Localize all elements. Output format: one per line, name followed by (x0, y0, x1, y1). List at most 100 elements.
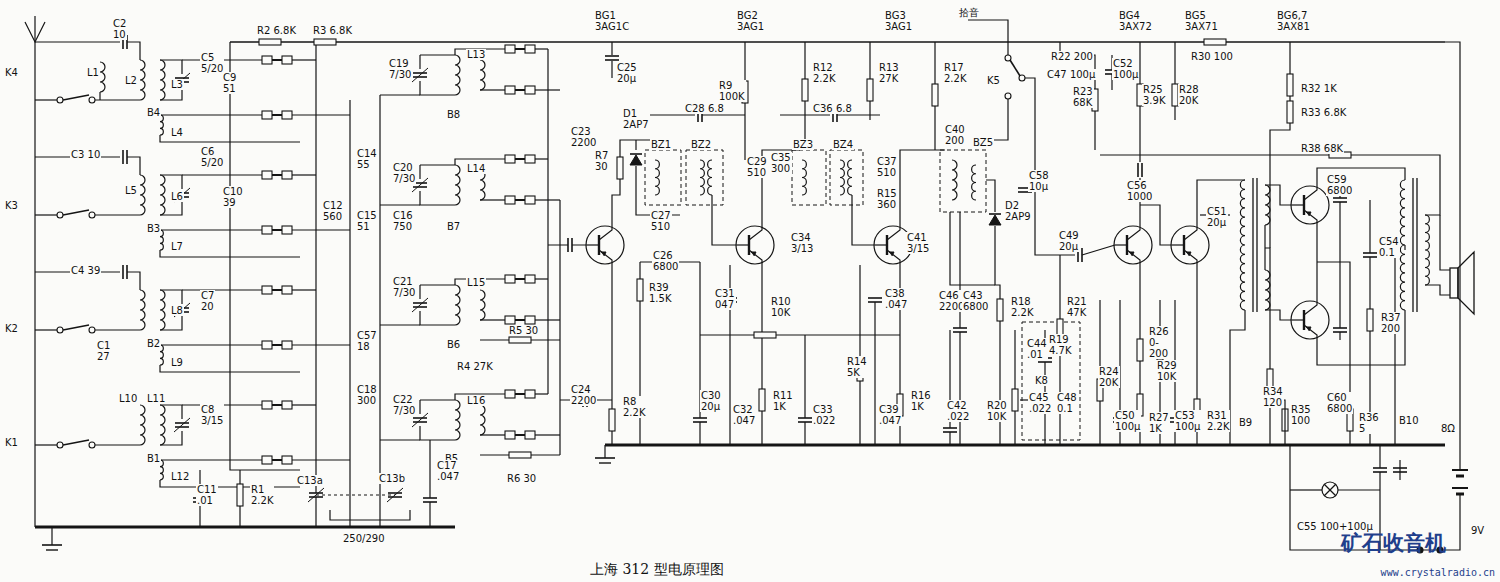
part-label: C57 18 (356, 330, 378, 354)
supply-rail (230, 41, 1445, 43)
part-label-text: BZ3 (792, 139, 814, 150)
part-label: K8 (1034, 370, 1049, 388)
part-label: C24 2200 (570, 384, 597, 408)
switch-contact (262, 456, 272, 464)
part-label: C35 300 (770, 152, 792, 176)
resistor-symbol (867, 79, 873, 101)
wire (380, 204, 420, 205)
capacitor-gap (942, 428, 958, 432)
part-label-text: C12 560 (322, 200, 344, 222)
switch-blade (272, 289, 282, 291)
part-label: R4 27K (456, 356, 494, 374)
wire (380, 439, 420, 440)
capacitor-gap (123, 149, 127, 165)
resistor-symbol (932, 84, 938, 106)
wire (761, 265, 762, 445)
part-label-text: C14 55 (356, 148, 378, 170)
wire (535, 48, 548, 49)
ground-symbol (42, 544, 62, 546)
part-label-text: R26 0-200 (1148, 326, 1170, 359)
wire (429, 440, 430, 527)
part-label-text: R7 30 (594, 150, 609, 172)
coil-symbol (160, 175, 165, 215)
part-label: B4 (146, 102, 161, 120)
resistor-symbol (237, 484, 243, 506)
capacitor-gap (1332, 328, 1348, 332)
capacitor-gap (1332, 198, 1348, 202)
wire (1394, 245, 1395, 445)
part-label: L7 (170, 236, 184, 254)
part-label: C59 6800 (1326, 174, 1353, 198)
wire (292, 459, 350, 460)
part-label: R7 30 (594, 150, 609, 174)
part-label: B10 (1398, 410, 1420, 428)
part-label: BG5 3AX71 (1184, 10, 1219, 34)
resistor-symbol (1137, 339, 1143, 361)
part-label-text: K4 (4, 67, 19, 78)
part-label: C4 39 (70, 260, 101, 278)
wire (604, 445, 605, 458)
part-label: C32 .047 (732, 404, 756, 428)
part-label: C11 .01 (196, 484, 218, 508)
capacitor-symbol (122, 150, 124, 164)
capacitor-gap (123, 264, 127, 280)
part-label-text: K8 (1034, 375, 1049, 386)
contact-dot (57, 442, 63, 448)
part-label-text: C8 3/15 (200, 404, 224, 426)
coil-symbol (455, 165, 460, 205)
part-label: C21 7/30 (392, 276, 416, 300)
part-label: R13 27K (878, 62, 900, 86)
resistor-symbol (1012, 389, 1018, 411)
part-label: C5 5/20 (200, 52, 224, 76)
part-label: C8 3/15 (200, 404, 224, 428)
part-label-text: K3 (4, 200, 19, 211)
contact-dot (89, 442, 95, 448)
shield-can (830, 150, 863, 205)
part-label-text: C49 20μ (1058, 230, 1080, 252)
wire (292, 114, 350, 115)
wire (1025, 78, 1075, 255)
part-label: L2 (124, 70, 138, 88)
wire (986, 180, 995, 212)
switch-contact (262, 401, 272, 409)
part-label-text: C40 200 (944, 124, 966, 146)
part-label-text: C59 6800 (1326, 174, 1353, 196)
part-label: L9 (170, 352, 184, 370)
transistor-base (1292, 319, 1304, 320)
wire (852, 195, 875, 245)
part-label-text: BG4 3AX72 (1118, 10, 1153, 32)
transistor-base (1303, 195, 1305, 215)
part-label: R11 1K (772, 390, 794, 414)
part-label: R28 20K (1178, 84, 1200, 108)
coil-symbol (840, 160, 844, 195)
antenna-symbol (34, 16, 35, 42)
part-label: R18 2.2K (1010, 296, 1034, 320)
part-label-text: R20 10K (986, 400, 1008, 422)
transistor-base (1115, 244, 1127, 245)
part-label-text: R31 2.2K (1206, 410, 1230, 432)
part-label: R19 4.7K (1048, 334, 1072, 358)
capacitor-symbol (1333, 327, 1347, 329)
part-label-text: R32 1K (1300, 83, 1338, 94)
battery-cell (1452, 487, 1468, 489)
wire (160, 431, 182, 445)
part-label-text: C54 0.1 (1378, 236, 1400, 258)
transformer-core (1412, 178, 1413, 312)
part-label-text: L2 (124, 75, 138, 86)
wire (51, 527, 52, 545)
part-label: R2 6.8K (256, 20, 297, 38)
switch-contact (505, 431, 515, 439)
capacitor-symbol (1137, 163, 1139, 177)
part-label: K5 (986, 70, 1001, 88)
wire (859, 265, 860, 445)
switch-contact (525, 275, 535, 283)
part-label: L1 (86, 62, 100, 80)
wire (35, 444, 57, 445)
part-label: L6 (170, 186, 184, 204)
coil-symbol (140, 405, 145, 445)
capacitor-gap (797, 418, 813, 422)
part-label: C33 .022 (812, 404, 836, 428)
coil-symbol (160, 60, 165, 100)
wire (160, 316, 182, 330)
part-label-text: C31 047 (714, 288, 736, 310)
